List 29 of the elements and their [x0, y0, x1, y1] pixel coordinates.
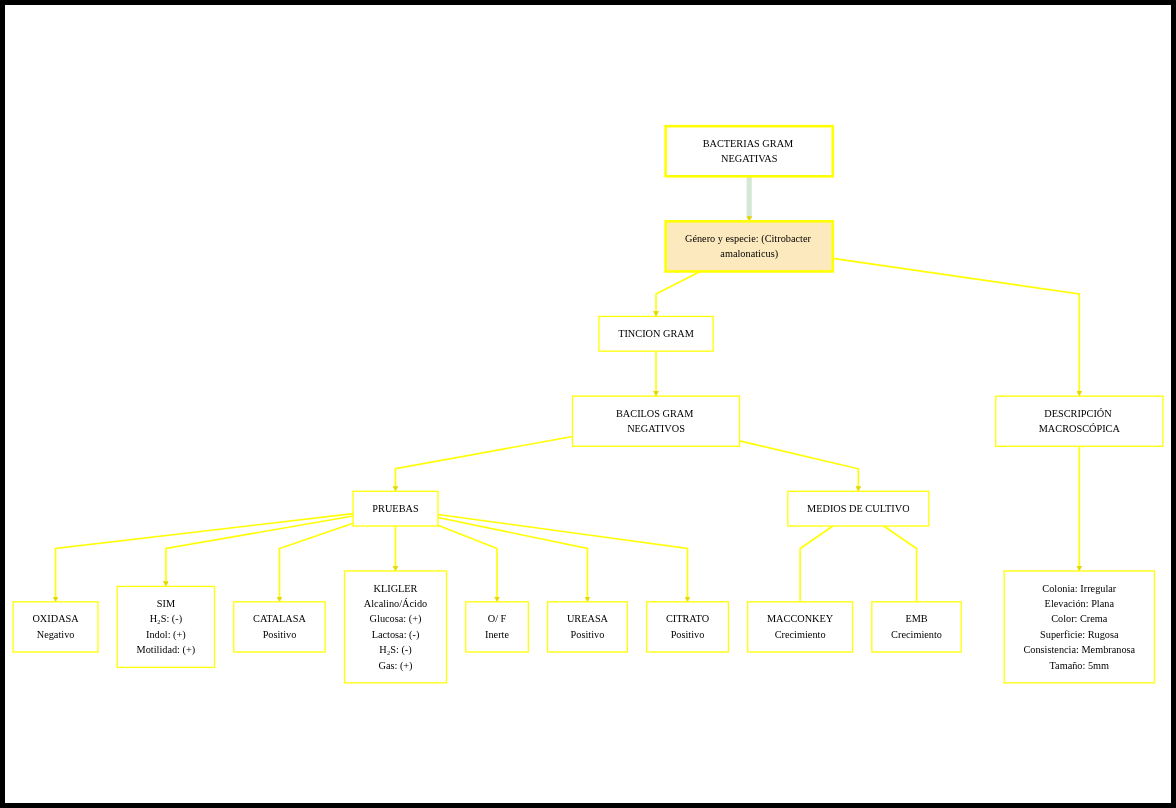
arrow: [276, 521, 354, 602]
node-box: OXIDASA Negativo: [12, 600, 99, 653]
connector: [882, 524, 918, 603]
arrow: [653, 270, 701, 317]
node-box: CITRATO Positivo: [645, 600, 730, 653]
node-box: CATALASA Positivo: [233, 600, 326, 653]
node-box: BACILOS GRAM NEGATIVOS: [571, 395, 741, 447]
arrow: [1076, 444, 1083, 571]
connector: [799, 524, 834, 603]
node-box: BACTERIAS GRAM NEGATIVAS: [664, 124, 835, 178]
node-box: Género y especie: (Citrobacter amalonaticus): [664, 219, 835, 273]
node-box: KLIGLER Alcalino/Ácido Glucosa: (+) Lactosa: (-) H₂S: (-) Gas: (+): [343, 569, 448, 683]
arrow: [437, 524, 500, 602]
arrow: [392, 524, 399, 571]
node-box: UREASA Positivo: [546, 600, 628, 653]
node-box: PRUEBAS: [352, 490, 439, 527]
arrow: [437, 516, 591, 602]
arrow: [163, 514, 354, 587]
node-box: MEDIOS DE CULTIVO: [787, 490, 930, 527]
arrow: [437, 513, 691, 602]
node-box: Colonia: Irregular Elevación: Plana Color: Crema Superficie: Rugosa Consistencia: Membranosa Tamaño: 5mm: [1003, 569, 1156, 683]
arrow: [52, 512, 354, 602]
node-box: MACCONKEY Crecimiento: [747, 600, 854, 653]
node-box: O/ F Inerte: [465, 600, 529, 653]
arrow: [653, 349, 659, 396]
node-box: TINCION GRAM: [598, 315, 714, 352]
node-box: SIM H₂S: (-) Indol: (+) Motilidad: (+): [116, 585, 216, 668]
node-box: EMB Crecimiento: [871, 600, 962, 653]
node-box: DESCRIPCIÓN MACROSCÓPICA: [995, 395, 1164, 447]
